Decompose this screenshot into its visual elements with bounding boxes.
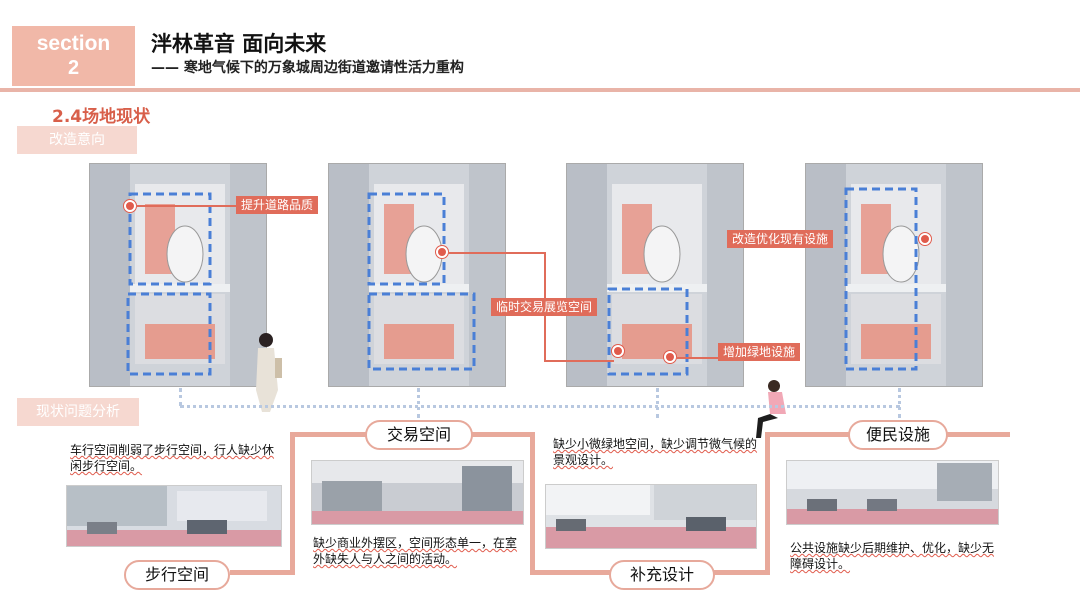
marker-road [124, 200, 136, 212]
section-number: 2 [67, 57, 80, 79]
tag-renovation: 改造意向 [17, 126, 137, 154]
pill-supplement-design: 补充设计 [609, 560, 715, 590]
connector-road [136, 205, 236, 207]
path-line-bottom-3 [700, 570, 770, 575]
label-road-quality: 提升道路品质 [236, 196, 319, 214]
photo-trade-street [311, 460, 524, 525]
tag-problem-analysis: 现状问题分析 [17, 398, 139, 426]
path-line-2v [530, 432, 535, 572]
connector-green [676, 357, 718, 359]
marker-market-2 [612, 345, 624, 357]
label-temp-market: 临时交易展览空间 [491, 298, 598, 316]
pill-convenience-facilities: 便民设施 [848, 420, 948, 450]
site-map-2 [328, 163, 506, 387]
path-line-1v [290, 432, 295, 572]
site-map-4 [805, 163, 983, 387]
path-line-top-2 [765, 432, 855, 437]
photo-convenience-parking [786, 460, 999, 525]
marker-green [664, 351, 676, 363]
dotted-drop-2 [417, 388, 420, 418]
dotted-guide-line [180, 405, 900, 408]
pill-walk-space: 步行空间 [124, 560, 230, 590]
desc-supplement: 缺少小微绿地空间，缺少调节微气候的景观设计。 [553, 437, 758, 467]
section-word: section [36, 32, 111, 55]
desc-convenience: 公共设施缺少后期维护、优化，缺少无障碍设计。 [790, 541, 995, 571]
path-line-3v [765, 432, 770, 575]
desc-trade: 缺少商业外摆区，空间形态单一，在室外缺失人与人之间的活动。 [313, 536, 518, 566]
marker-market [436, 246, 448, 258]
photo-supplement-street [545, 484, 757, 549]
page-title: 泮林革音 面向未来 [151, 32, 327, 56]
path-line-top-3 [945, 432, 1010, 437]
dotted-drop-3 [656, 388, 659, 418]
path-line-bottom-2 [530, 570, 610, 575]
connector-market-h [448, 252, 544, 254]
woman-figure-icon [256, 333, 282, 412]
page-subtitle: —— 寒地气候下的万象城周边街道邀请性活力重构 [151, 60, 464, 76]
section-badge: section 2 [12, 26, 135, 86]
connector-market-h2 [544, 360, 614, 362]
pill-trade-space: 交易空间 [365, 420, 473, 450]
dotted-drop-4 [898, 388, 901, 418]
photo-walk-street [66, 485, 282, 547]
label-add-green: 增加绿地设施 [718, 343, 801, 361]
path-line-bottom-1 [230, 570, 295, 575]
desc-walk: 车行空间削弱了步行空间，行人缺少休闲步行空间。 [70, 443, 275, 473]
header-divider [0, 88, 1080, 92]
section-heading: 2.4场地现状 [52, 107, 151, 127]
label-optimize-facilities: 改造优化现有设施 [727, 230, 834, 248]
dotted-drop-1 [179, 388, 182, 406]
seated-woman-icon [756, 380, 786, 438]
marker-optimize [919, 233, 931, 245]
